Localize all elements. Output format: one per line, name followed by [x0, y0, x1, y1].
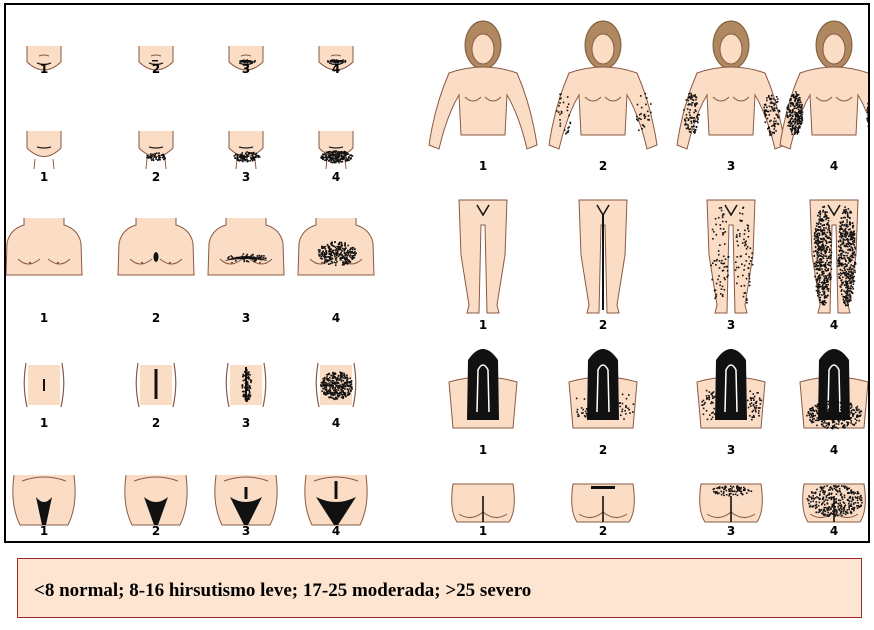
hirsutism-scale-figure: 1 2 3 4 1 2 3 4 1 2 3 4 1 2 3 4 1 2 3 4 1 2 3 4 1 2 3 4 1 2 3 4 1 2 3 4 — [4, 3, 870, 543]
chin-score-label: 2 — [141, 170, 171, 184]
buttocks-drawing-4 — [803, 484, 866, 522]
chest-drawing-1 — [6, 218, 82, 275]
abdomen-drawing-2 — [136, 363, 176, 407]
back-score-label: 3 — [716, 443, 746, 457]
pubic-score-label: 4 — [321, 524, 351, 538]
buttocks-score-label: 3 — [716, 524, 746, 538]
abdomen-score-label: 3 — [231, 416, 261, 430]
chest-score-label: 3 — [231, 311, 261, 325]
chest-drawing-4 — [298, 218, 374, 275]
arms-score-label: 4 — [819, 159, 849, 173]
chest-drawing-3 — [208, 218, 284, 275]
pubic-drawing-3 — [215, 475, 277, 525]
pubic-drawing-1 — [13, 475, 75, 525]
score-legend-box: <8 normal; 8-16 hirsutismo leve; 17-25 m… — [17, 558, 862, 618]
legs-score-label: 1 — [468, 318, 498, 332]
arms-drawing-2 — [549, 21, 657, 149]
arms-score-label: 1 — [468, 159, 498, 173]
buttocks-score-label: 2 — [588, 524, 618, 538]
back-drawing-3 — [697, 349, 765, 428]
buttocks-drawing-2 — [572, 484, 635, 522]
abdomen-score-label: 4 — [321, 416, 351, 430]
legs-drawing-3 — [707, 200, 755, 313]
pubic-score-label: 2 — [141, 524, 171, 538]
abdomen-drawing-3 — [226, 363, 266, 407]
buttocks-score-label: 4 — [819, 524, 849, 538]
pubic-drawing-4 — [305, 475, 367, 525]
back-drawing-2 — [569, 349, 637, 428]
chest-score-label: 4 — [321, 311, 351, 325]
pubic-score-label: 1 — [29, 524, 59, 538]
chin-score-label: 1 — [29, 170, 59, 184]
legs-score-label: 2 — [588, 318, 618, 332]
back-score-label: 4 — [819, 443, 849, 457]
legs-score-label: 4 — [819, 318, 849, 332]
pubic-drawing-2 — [125, 475, 187, 525]
back-score-label: 2 — [588, 443, 618, 457]
upper-lip-score-label: 1 — [29, 62, 59, 76]
legs-drawing-1 — [459, 200, 507, 313]
chin-drawing-2 — [139, 131, 173, 169]
chest-score-label: 1 — [29, 311, 59, 325]
legs-drawing-2 — [579, 200, 627, 313]
chin-score-label: 3 — [231, 170, 261, 184]
arms-drawing-4 — [780, 21, 868, 149]
upper-lip-score-label: 2 — [141, 62, 171, 76]
chin-score-label: 4 — [321, 170, 351, 184]
back-drawing-4 — [800, 349, 868, 429]
back-score-label: 1 — [468, 443, 498, 457]
legs-score-label: 3 — [716, 318, 746, 332]
chest-score-label: 2 — [141, 311, 171, 325]
arms-score-label: 3 — [716, 159, 746, 173]
abdomen-drawing-1 — [24, 363, 64, 407]
pubic-score-label: 3 — [231, 524, 261, 538]
arms-drawing-3 — [677, 21, 785, 149]
upper-lip-score-label: 3 — [231, 62, 261, 76]
figure-drawings — [6, 5, 868, 541]
back-drawing-1 — [449, 349, 517, 428]
chest-drawing-2 — [118, 218, 194, 275]
chin-drawing-3 — [229, 131, 263, 169]
abdomen-score-label: 1 — [29, 416, 59, 430]
arms-drawing-1 — [429, 21, 537, 149]
chin-drawing-1 — [27, 131, 61, 169]
upper-lip-score-label: 4 — [321, 62, 351, 76]
score-legend-text: <8 normal; 8-16 hirsutismo leve; 17-25 m… — [34, 580, 531, 602]
chin-drawing-4 — [319, 131, 353, 169]
buttocks-drawing-1 — [452, 484, 515, 522]
arms-score-label: 2 — [588, 159, 618, 173]
abdomen-drawing-4 — [316, 363, 356, 407]
buttocks-drawing-3 — [700, 484, 763, 522]
legs-drawing-4 — [810, 200, 858, 313]
abdomen-score-label: 2 — [141, 416, 171, 430]
buttocks-score-label: 1 — [468, 524, 498, 538]
